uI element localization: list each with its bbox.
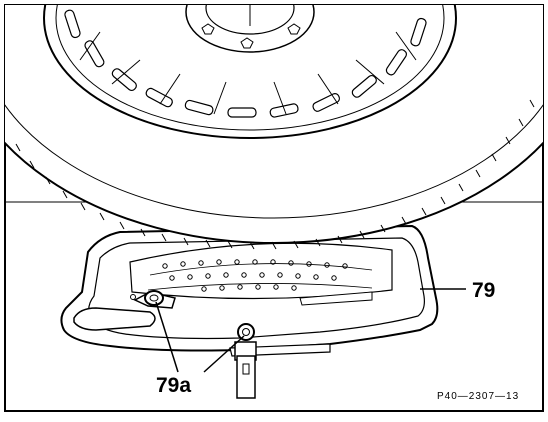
leader-lines — [155, 288, 466, 373]
leader-79a-front — [203, 335, 245, 373]
leader-79a-left — [155, 301, 179, 373]
rim-slots — [64, 9, 427, 118]
reference-code: P40—2307—13 — [437, 391, 519, 402]
retaining-strap — [236, 355, 256, 399]
wheel-rim — [43, 5, 457, 139]
left-retaining-hook — [130, 290, 176, 309]
perforated-disc — [129, 242, 393, 306]
callout-79a: 79a — [156, 374, 191, 397]
front-retaining-hook — [234, 323, 257, 399]
callout-79: 79 — [472, 279, 495, 302]
spare-wheel — [5, 5, 543, 250]
